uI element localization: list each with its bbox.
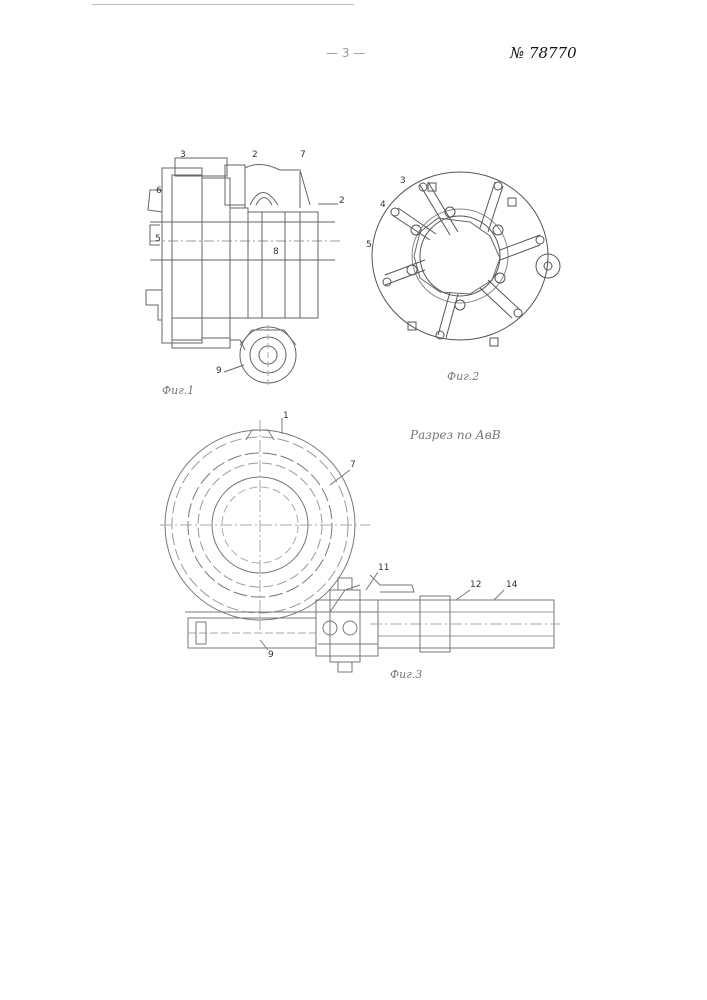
- figure-1-caption: Фиг.1: [162, 384, 194, 397]
- figure-3-section-title: Разрез по АвВ: [410, 428, 501, 442]
- figure-2-drawing: [372, 172, 560, 346]
- fig3-label: 7: [350, 460, 356, 470]
- figure-2-caption: Фиг.2: [447, 370, 479, 383]
- fig1-label: 2: [252, 150, 258, 160]
- fig3-label: 1: [283, 411, 289, 421]
- fig1-label: 5: [155, 234, 161, 244]
- figure-3-caption: Фиг.3: [390, 668, 422, 681]
- fig1-label: 6: [156, 186, 162, 196]
- figure-1-drawing: [146, 158, 340, 385]
- fig2-label: 4: [380, 200, 386, 210]
- fig1-label: 2: [339, 196, 345, 206]
- fig1-label: 8: [273, 247, 279, 257]
- fig3-label: 14: [506, 580, 517, 590]
- figure-3-drawing: [160, 418, 560, 672]
- fig2-label: 5: [366, 240, 372, 250]
- fig1-label: 9: [216, 366, 222, 376]
- fig2-label: 3: [400, 176, 406, 186]
- fig3-label: 11: [378, 563, 389, 573]
- fig1-label: 7: [300, 150, 306, 160]
- fig1-label: 3: [180, 150, 186, 160]
- fig3-label: 9: [268, 650, 274, 660]
- fig3-label: 12: [470, 580, 481, 590]
